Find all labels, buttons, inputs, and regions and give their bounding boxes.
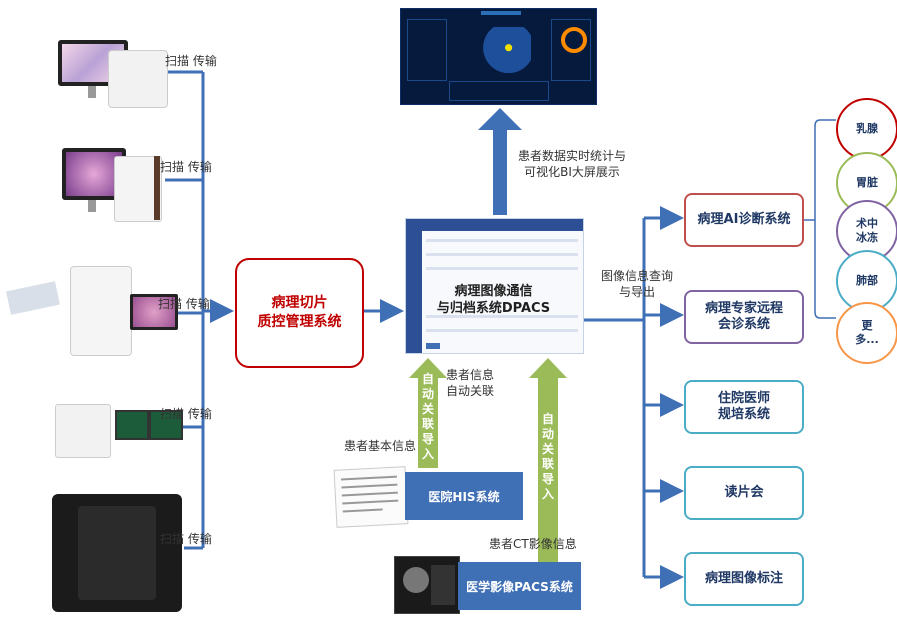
scanner-device-4 [55, 400, 185, 460]
auto-import-his: 自动关 联导入 [421, 372, 434, 461]
scan-label-5: 扫描 传输 [160, 532, 212, 546]
link-info-line2: 自动关联 [446, 384, 495, 398]
scanner-device-5 [52, 494, 182, 612]
qc-line1: 病理切片 [271, 295, 328, 311]
dpacs-line1: 病理图像通信 [454, 284, 533, 299]
export-label-line2: 与导出 [618, 285, 655, 299]
bi-dashboard-screenshot [400, 8, 597, 105]
dpacs-screenshot[interactable] [405, 218, 584, 354]
link-info-line1: 患者信息 [446, 368, 495, 382]
scanner-device-2 [62, 148, 162, 228]
image-annotation-box[interactable]: 病理图像标注 [684, 552, 804, 606]
expert-line2: 会诊系统 [717, 317, 770, 332]
scan-label-2: 扫描 传输 [160, 160, 212, 174]
expert-consult-box[interactable]: 病理专家远程 会诊系统 [684, 290, 804, 344]
pacs-ct-thumbnail [394, 556, 460, 614]
bi-label-line2: 可视化BI大屏展示 [524, 165, 620, 179]
bi-label: 患者数据实时统计与 可视化BI大屏展示 [512, 148, 632, 180]
ai-diagnosis-label: 病理AI诊断系统 [697, 212, 791, 227]
export-label-line1: 图像信息查询 [600, 269, 673, 283]
resident-line1: 住院医师 [717, 391, 770, 406]
circle-bracket [814, 119, 836, 319]
scan-label-3: 扫描 传输 [158, 297, 210, 311]
reading-meeting-label: 读片会 [724, 485, 764, 500]
expert-line1: 病理专家远程 [704, 301, 783, 316]
green-arrow-pacs [529, 358, 567, 578]
his-system-bar[interactable]: 医院HIS系统 [405, 472, 523, 520]
resident-line2: 规培系统 [717, 407, 770, 422]
reading-meeting-box[interactable]: 读片会 [684, 466, 804, 520]
image-annotation-label: 病理图像标注 [704, 571, 783, 586]
up-arrow-bi [478, 108, 522, 215]
bi-label-line1: 患者数据实时统计与 [517, 149, 626, 163]
qc-system-box[interactable]: 病理切片 质控管理系统 [235, 258, 364, 368]
link-info-label: 患者信息 自动关联 [446, 367, 506, 399]
dpacs-title: 病理图像通信 与归档系统DPACS [405, 283, 582, 317]
auto-import-pacs: 自动关 联导入 [541, 412, 554, 501]
circle-lung[interactable]: 肺部 [836, 250, 897, 312]
scan-label-4: 扫描 传输 [160, 407, 212, 421]
scan-label-1: 扫描 传输 [165, 54, 217, 68]
resident-training-box[interactable]: 住院医师 规培系统 [684, 380, 804, 434]
circle-more[interactable]: 更多... [836, 302, 897, 364]
circle-breast[interactable]: 乳腺 [836, 98, 897, 160]
green-arrow-his [409, 358, 447, 468]
pacs-system-bar[interactable]: 医学影像PACS系统 [458, 562, 581, 610]
ai-diagnosis-box[interactable]: 病理AI诊断系统 [684, 193, 804, 247]
export-label: 图像信息查询 与导出 [592, 268, 682, 300]
pacs-system-label: 医学影像PACS系统 [466, 579, 573, 594]
pacs-ct-info-label: 患者CT影像信息 [489, 537, 577, 551]
qc-line2: 质控管理系统 [257, 314, 342, 330]
his-basic-info-label: 患者基本信息 [344, 439, 417, 453]
his-system-label: 医院HIS系统 [428, 489, 500, 504]
dpacs-line2: 与归档系统DPACS [436, 301, 551, 316]
his-document-thumbnail [333, 466, 409, 528]
scanner-device-1 [58, 40, 168, 108]
scanner-device-3 [6, 266, 178, 356]
